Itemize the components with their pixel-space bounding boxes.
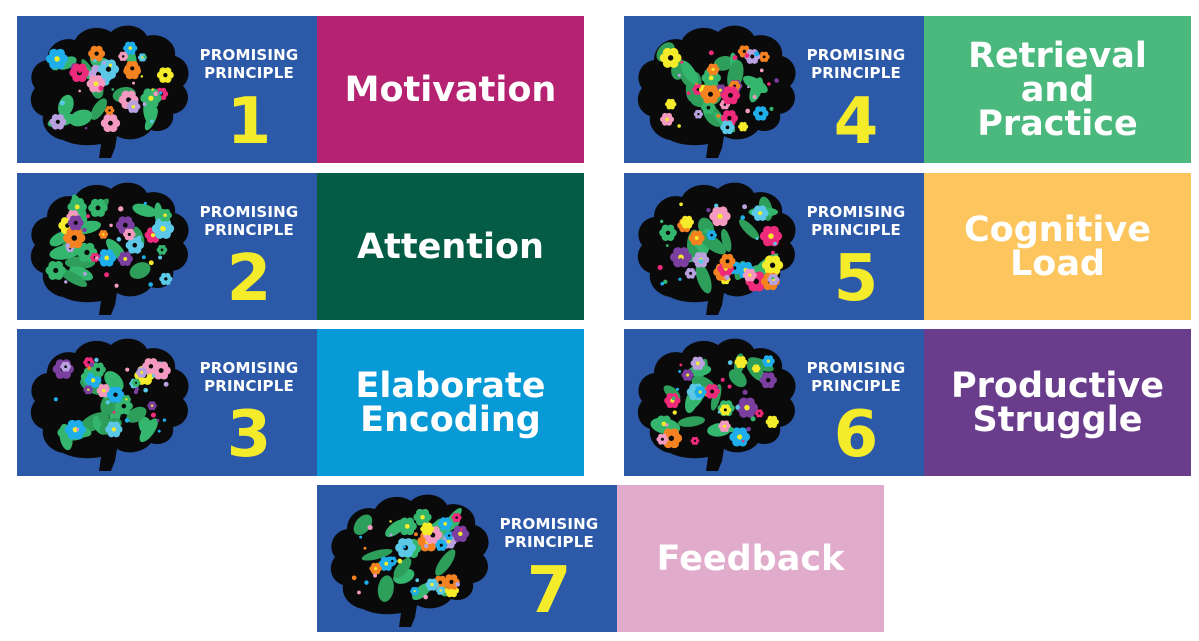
- principle-label: PROMISING PRINCIPLE: [800, 46, 912, 82]
- principle-label: PROMISING PRINCIPLE: [193, 46, 305, 82]
- principle-badge: PROMISING PRINCIPLE 4: [624, 16, 924, 163]
- principle-title-panel: Retrieval and Practice: [924, 16, 1191, 163]
- floral-brain-icon: [30, 182, 189, 315]
- principle-number: 4: [833, 85, 879, 159]
- principle-title-panel: Feedback: [617, 485, 884, 632]
- principle-title-line1: Productive: [951, 365, 1164, 406]
- principle-title-line1: Attention: [357, 226, 544, 267]
- principle-card-2: PROMISING PRINCIPLE 2 Attention: [17, 173, 584, 320]
- principle-title-panel: Motivation: [317, 16, 584, 163]
- principle-label: PROMISING PRINCIPLE: [493, 515, 605, 551]
- principle-title-panel: Cognitive Load: [924, 173, 1191, 320]
- principle-badge: PROMISING PRINCIPLE 5: [624, 173, 924, 320]
- label-top: PROMISING: [806, 359, 906, 377]
- principle-title-line2: Struggle: [972, 399, 1143, 440]
- label-top: PROMISING: [199, 359, 299, 377]
- label-top: PROMISING: [199, 203, 299, 221]
- floral-brain-icon: [30, 338, 189, 471]
- principle-card-3: PROMISING PRINCIPLE 3 Elaborate Encoding: [17, 329, 584, 476]
- label-bottom: PRINCIPLE: [204, 64, 294, 82]
- principle-title-panel: Productive Struggle: [924, 329, 1191, 476]
- principle-number: 7: [526, 554, 572, 628]
- principle-card-6: PROMISING PRINCIPLE 6 Productive Struggl…: [624, 329, 1191, 476]
- floral-brain-icon: [330, 494, 489, 627]
- principle-title-panel: Elaborate Encoding: [317, 329, 584, 476]
- label-top: PROMISING: [199, 46, 299, 64]
- label-bottom: PRINCIPLE: [204, 221, 294, 239]
- label-bottom: PRINCIPLE: [811, 377, 901, 395]
- principle-number: 1: [226, 85, 272, 159]
- principle-title-panel: Attention: [317, 173, 584, 320]
- principle-card-5: PROMISING PRINCIPLE 5 Cognitive Load: [624, 173, 1191, 320]
- floral-brain-icon: [30, 25, 189, 159]
- principle-badge: PROMISING PRINCIPLE 1: [17, 16, 317, 163]
- principle-number: 3: [226, 398, 272, 472]
- principle-title-line1: Motivation: [344, 69, 557, 110]
- principle-card-4: PROMISING PRINCIPLE 4 Retrieval and Prac…: [624, 16, 1191, 163]
- principle-title-line2: Encoding: [360, 399, 541, 440]
- principle-title-line1: Elaborate: [355, 365, 546, 406]
- principle-card-1: PROMISING PRINCIPLE 1 Motivation: [17, 16, 584, 163]
- principle-badge: PROMISING PRINCIPLE 3: [17, 329, 317, 476]
- floral-brain-icon: [637, 25, 796, 159]
- label-bottom: PRINCIPLE: [204, 377, 294, 395]
- label-bottom: PRINCIPLE: [504, 533, 594, 551]
- principle-label: PROMISING PRINCIPLE: [193, 359, 305, 395]
- label-top: PROMISING: [806, 46, 906, 64]
- principle-label: PROMISING PRINCIPLE: [800, 203, 912, 239]
- principle-card-7: PROMISING PRINCIPLE 7 Feedback: [317, 485, 884, 632]
- principle-title-line2: and Practice: [977, 69, 1138, 144]
- floral-brain-icon: [637, 182, 796, 315]
- floral-brain-icon: [637, 338, 796, 471]
- principle-title-line1: Cognitive: [964, 209, 1151, 250]
- label-top: PROMISING: [806, 203, 906, 221]
- principle-title-line2: Load: [1009, 243, 1105, 284]
- principle-badge: PROMISING PRINCIPLE 2: [17, 173, 317, 320]
- principle-number: 5: [833, 242, 879, 316]
- label-top: PROMISING: [499, 515, 599, 533]
- principle-title-line1: Feedback: [656, 538, 845, 579]
- principle-badge: PROMISING PRINCIPLE 7: [317, 485, 617, 632]
- label-bottom: PRINCIPLE: [811, 221, 901, 239]
- principle-label: PROMISING PRINCIPLE: [193, 203, 305, 239]
- label-bottom: PRINCIPLE: [811, 64, 901, 82]
- principle-number: 2: [226, 242, 272, 316]
- principle-label: PROMISING PRINCIPLE: [800, 359, 912, 395]
- principle-badge: PROMISING PRINCIPLE 6: [624, 329, 924, 476]
- principle-title-line1: Retrieval: [968, 35, 1147, 76]
- principle-number: 6: [833, 398, 879, 472]
